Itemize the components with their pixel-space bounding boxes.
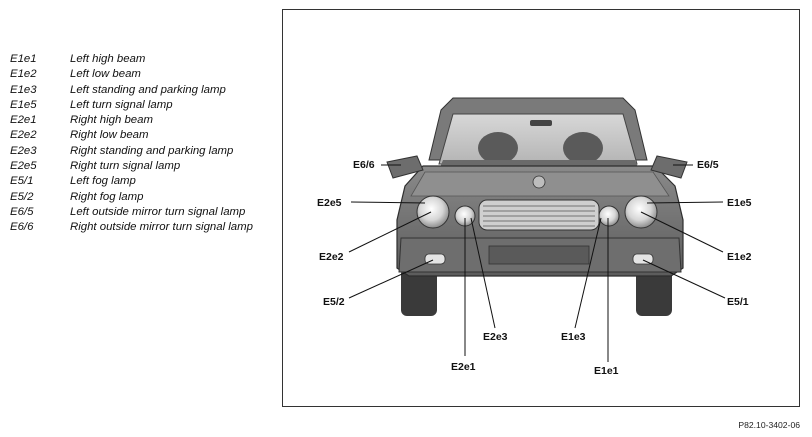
legend-item: E2e2 Right low beam xyxy=(10,128,272,143)
legend-item: E6/6 Right outside mirror turn signal lam… xyxy=(10,220,272,235)
legend-code: E1e2 xyxy=(10,68,37,81)
left-outside-mirror xyxy=(650,155,688,179)
legend-code: E2e1 xyxy=(10,114,37,127)
callout-e2e3: E2e3 xyxy=(483,331,508,343)
legend-description: Left outside mirror turn signal lamp xyxy=(70,205,246,218)
legend-code: E5/1 xyxy=(10,175,34,188)
callout-e6-6: E6/6 xyxy=(353,159,375,171)
legend-item: E1e2 Left low beam xyxy=(10,67,272,82)
license-plate-area xyxy=(488,245,590,265)
legend-code: E5/2 xyxy=(10,190,34,203)
legend-item: E5/2 Right fog lamp xyxy=(10,190,272,205)
left-front-wheel xyxy=(401,268,437,316)
leader-line-e1e3 xyxy=(574,217,602,329)
callout-e2e5: E2e5 xyxy=(317,197,342,209)
callout-e5-2: E5/2 xyxy=(323,296,345,308)
callout-e2e1: E2e1 xyxy=(451,361,476,373)
legend-description: Right fog lamp xyxy=(70,190,144,203)
leader-line-e5-2 xyxy=(348,259,434,299)
legend-code: E6/5 xyxy=(10,205,34,218)
legend-description: Right high beam xyxy=(70,114,153,127)
legend-code: E2e5 xyxy=(10,160,37,173)
legend-item: E1e3 Left standing and parking lamp xyxy=(10,83,272,98)
right-front-wheel xyxy=(636,268,672,316)
figure-frame: E6/6 E6/5 E2e5 E1e5 E2e2 E1e2 E5/2 E5/1 … xyxy=(282,9,800,407)
legend-item: E5/1 Left fog lamp xyxy=(10,174,272,189)
legend-item: E2e3 Right standing and parking lamp xyxy=(10,144,272,159)
legend-code: E2e2 xyxy=(10,129,37,142)
legend-description: Left low beam xyxy=(70,68,141,81)
legend-code: E1e5 xyxy=(10,98,37,111)
callout-e6-5: E6/5 xyxy=(697,159,719,171)
left-fog-lamp xyxy=(632,253,654,265)
legend-description: Left standing and parking lamp xyxy=(70,83,226,96)
right-outside-mirror xyxy=(386,155,424,179)
legend-description: Right turn signal lamp xyxy=(70,160,181,173)
leader-line-e2e5 xyxy=(350,201,426,204)
legend-item: E2e5 Right turn signal lamp xyxy=(10,159,272,174)
callout-e1e1: E1e1 xyxy=(594,365,619,377)
left-seat xyxy=(478,132,518,164)
legend-description: Left high beam xyxy=(70,53,146,65)
leader-line-e2e3 xyxy=(470,217,496,329)
legend-code: E1e1 xyxy=(10,53,37,65)
legend-code: E6/6 xyxy=(10,221,34,234)
legend-description: Left fog lamp xyxy=(70,175,136,188)
callout-e1e3: E1e3 xyxy=(561,331,586,343)
legend-description: Right standing and parking lamp xyxy=(70,144,234,157)
leader-line-e5-1 xyxy=(642,259,726,299)
legend-description: Right outside mirror turn signal lamp xyxy=(70,221,253,234)
legend-item: E1e5 Left turn signal lamp xyxy=(10,98,272,113)
legend-code: E1e3 xyxy=(10,83,37,96)
legend-list: E1e1 Left high beam E1e2 Left low beam E1e… xyxy=(10,52,272,236)
callout-e1e2: E1e2 xyxy=(727,251,752,263)
leader-line-e1e5 xyxy=(646,201,724,204)
legend-item: E1e1 Left high beam xyxy=(10,52,272,67)
left-high-beam-lamp xyxy=(598,205,620,227)
callout-e1e5: E1e5 xyxy=(727,197,752,209)
right-low-beam-lamp xyxy=(416,195,450,229)
right-seat xyxy=(563,132,603,164)
figure-reference-number: P82.10-3402-06 xyxy=(738,420,800,430)
leader-line-e1e2 xyxy=(640,211,724,253)
radiator-grille xyxy=(478,199,600,231)
leader-line-e2e2 xyxy=(348,211,432,253)
callout-e2e2: E2e2 xyxy=(319,251,344,263)
callout-e5-1: E5/1 xyxy=(727,296,749,308)
star-emblem xyxy=(532,175,546,189)
legend-description: Left turn signal lamp xyxy=(70,98,173,111)
grille-slats xyxy=(483,205,595,227)
rear-view-mirror xyxy=(530,120,552,126)
car-front-illustration: E6/6 E6/5 E2e5 E1e5 E2e2 E1e2 E5/2 E5/1 … xyxy=(317,97,752,377)
legend-item: E6/5 Left outside mirror turn signal lamp xyxy=(10,205,272,220)
legend-item: E2e1 Right high beam xyxy=(10,113,272,128)
legend-code: E2e3 xyxy=(10,144,37,157)
legend-description: Right low beam xyxy=(70,129,149,142)
